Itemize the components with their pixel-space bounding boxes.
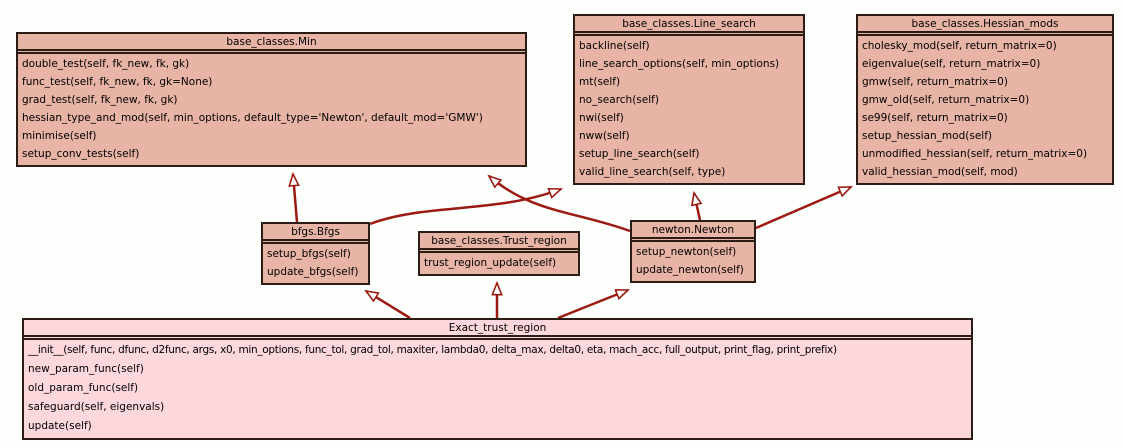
attributes-compartment <box>858 33 1112 36</box>
attributes-compartment <box>18 51 525 54</box>
method-signature: valid_hessian_mod(self, mod) <box>862 166 1018 178</box>
class-title: base_classes.Hessian_mods <box>858 16 1112 33</box>
method-signature: gmw_old(self, return_matrix=0) <box>862 94 1030 106</box>
inheritance-arrow-bfgs-to-line-search <box>369 187 561 226</box>
method-signature: mt(self) <box>579 76 621 88</box>
inheritance-arrow-bfgs-to-min <box>293 174 297 223</box>
inheritance-arrow-newton-to-hessian-mods <box>755 185 851 230</box>
methods-compartment: setup_newton(self) update_newton(self) <box>632 242 754 281</box>
method-signature: setup_newton(self) <box>636 246 737 258</box>
method-signature: unmodified_hessian(self, return_matrix=0… <box>862 148 1088 160</box>
method-signature: setup_conv_tests(self) <box>22 148 140 160</box>
method-signature: backline(self) <box>579 40 650 52</box>
method-signature: __init__(self, func, dfunc, d2func, args… <box>28 344 837 356</box>
method-signature: trust_region_update(self) <box>424 257 557 269</box>
method-signature: old_param_func(self) <box>28 382 139 394</box>
attributes-compartment <box>420 250 578 253</box>
class-box-base-classes-line-search: base_classes.Line_search backline(self) … <box>573 14 805 185</box>
method-signature: update_bfgs(self) <box>267 266 359 278</box>
inheritance-arrow-newton-to-line-search <box>694 193 700 221</box>
method-signature: setup_bfgs(self) <box>267 248 351 260</box>
method-signature: nww(self) <box>579 130 630 142</box>
class-title: Exact_trust_region <box>24 320 971 337</box>
inheritance-arrow-newton-to-min <box>489 176 631 233</box>
attributes-compartment <box>24 337 971 340</box>
methods-compartment: __init__(self, func, dfunc, d2func, args… <box>24 340 971 438</box>
method-signature: gmw(self, return_matrix=0) <box>862 76 1008 88</box>
method-signature: valid_line_search(self, type) <box>579 166 726 178</box>
method-signature: func_test(self, fk_new, fk, gk=None) <box>22 76 213 88</box>
class-box-base-classes-hessian-mods: base_classes.Hessian_mods cholesky_mod(s… <box>856 14 1114 185</box>
methods-compartment: setup_bfgs(self) update_bfgs(self) <box>263 244 368 283</box>
method-signature: no_search(self) <box>579 94 659 106</box>
methods-compartment: cholesky_mod(self, return_matrix=0) eige… <box>858 36 1112 183</box>
method-signature: grad_test(self, fk_new, fk, gk) <box>22 94 178 106</box>
method-signature: minimise(self) <box>22 130 97 142</box>
attributes-compartment <box>263 241 368 244</box>
method-signature: setup_line_search(self) <box>579 148 700 160</box>
class-box-newton-newton: newton.Newton setup_newton(self) update_… <box>630 220 756 283</box>
method-signature: update(self) <box>28 420 92 432</box>
class-box-base-classes-trust-region: base_classes.Trust_region trust_region_u… <box>418 231 580 276</box>
method-signature: hessian_type_and_mod(self, min_options, … <box>22 112 483 124</box>
method-signature: new_param_func(self) <box>28 363 144 375</box>
attributes-compartment <box>632 239 754 242</box>
class-box-bfgs-bfgs: bfgs.Bfgs setup_bfgs(self) update_bfgs(s… <box>261 222 370 285</box>
method-signature: cholesky_mod(self, return_matrix=0) <box>862 40 1057 52</box>
method-signature: update_newton(self) <box>636 264 744 276</box>
inheritance-arrow-exact-to-newton <box>557 288 628 320</box>
method-signature: setup_hessian_mod(self) <box>862 130 992 142</box>
class-title: newton.Newton <box>632 222 754 239</box>
class-box-base-classes-min: base_classes.Min double_test(self, fk_ne… <box>16 32 527 167</box>
class-title: base_classes.Trust_region <box>420 233 578 250</box>
method-signature: nwi(self) <box>579 112 624 124</box>
methods-compartment: backline(self) line_search_options(self,… <box>575 36 803 183</box>
method-signature: safeguard(self, eigenvals) <box>28 401 165 413</box>
method-signature: eigenvalue(self, return_matrix=0) <box>862 58 1041 70</box>
class-title: base_classes.Line_search <box>575 16 803 33</box>
method-signature: se99(self, return_matrix=0) <box>862 112 1008 124</box>
class-box-exact-trust-region: Exact_trust_region __init__(self, func, … <box>22 318 973 440</box>
method-signature: double_test(self, fk_new, fk, gk) <box>22 58 190 70</box>
methods-compartment: double_test(self, fk_new, fk, gk) func_t… <box>18 54 525 165</box>
methods-compartment: trust_region_update(self) <box>420 253 578 274</box>
attributes-compartment <box>575 33 803 36</box>
class-title: bfgs.Bfgs <box>263 224 368 241</box>
method-signature: line_search_options(self, min_options) <box>579 58 780 70</box>
inheritance-arrow-exact-to-bfgs <box>366 291 411 320</box>
class-title: base_classes.Min <box>18 34 525 51</box>
